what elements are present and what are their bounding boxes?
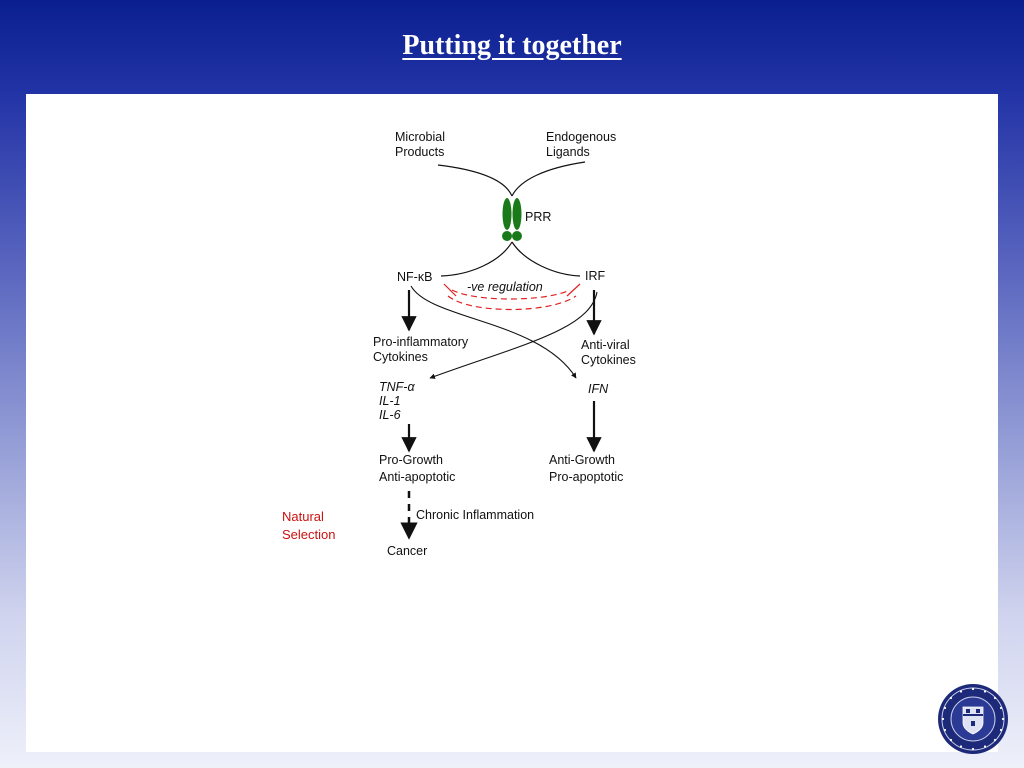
nfkb-to-ifn-curve	[410, 285, 577, 379]
tnf-alpha-label: TNF-α	[379, 380, 415, 394]
prr-to-nfkb-line	[440, 241, 513, 277]
cancer-label: Cancer	[387, 544, 428, 558]
chronic-inflammation-label: Chronic Inflammation	[416, 508, 535, 522]
endogenous-label-2: Ligands	[546, 145, 590, 159]
prr-receptor-icon	[502, 198, 522, 241]
il6-label: IL-6	[379, 408, 401, 422]
microbial-label-2: Products	[395, 145, 445, 159]
negative-regulation-label: -ve regulation	[467, 280, 543, 294]
proapoptotic-label: Pro-apoptotic	[549, 470, 624, 484]
endogenous-label-1: Endogenous	[546, 130, 617, 144]
ifn-label: IFN	[588, 382, 609, 396]
antiapoptotic-label: Anti-apoptotic	[379, 470, 456, 484]
antiviral-label-1: Anti-viral	[581, 338, 630, 352]
antiviral-label-2: Cytokines	[581, 353, 636, 367]
microbial-label-1: Microbial	[395, 130, 446, 144]
diagram-panel	[26, 94, 998, 752]
microbial-to-prr-line	[437, 164, 513, 197]
proinflammatory-label-1: Pro-inflammatory	[373, 335, 469, 349]
irf-label: IRF	[585, 269, 606, 283]
irf-to-tnf-curve	[429, 291, 598, 379]
il1-label: IL-1	[379, 394, 401, 408]
slide-title: Putting it together	[402, 30, 622, 61]
nfkb-label: NF-κB	[397, 270, 433, 284]
university-seal-logo	[938, 684, 1008, 754]
proinflammatory-label-2: Cytokines	[373, 350, 428, 364]
natural-selection-label-2: Selection	[282, 527, 336, 542]
prr-label: PRR	[525, 210, 552, 224]
progrowth-label: Pro-Growth	[379, 453, 443, 467]
prr-to-irf-line	[511, 241, 581, 277]
negative-regulation-arcs	[443, 283, 581, 311]
natural-selection-label-1: Natural	[282, 509, 324, 524]
endogenous-to-prr-line	[511, 161, 586, 197]
antigrowth-label: Anti-Growth	[549, 453, 615, 467]
